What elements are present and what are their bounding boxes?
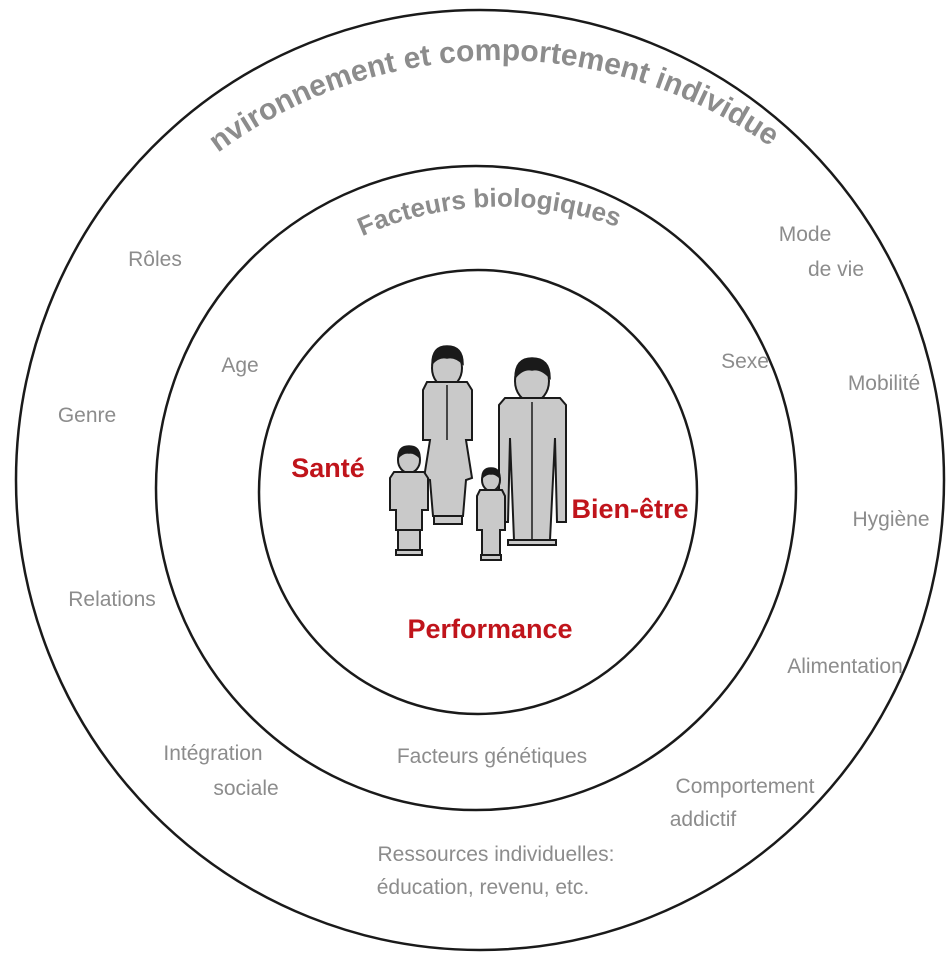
outer-ring-title: Environnement et comportement individuel <box>0 0 785 159</box>
core-sante: Santé <box>291 453 365 483</box>
factor-hygiene: Hygiène <box>852 508 929 531</box>
man-figure <box>498 357 567 546</box>
factor-genetique: Facteurs génétiques <box>397 745 587 768</box>
girl-figure <box>476 467 506 561</box>
factor-addictif-line1: Comportement <box>676 775 815 798</box>
factor-relations: Relations <box>68 588 156 611</box>
outer-ring <box>14 8 946 952</box>
core-performance: Performance <box>407 614 572 644</box>
factor-ressources-line1: Ressources individuelles: <box>378 843 615 866</box>
factor-roles: Rôles <box>128 248 182 271</box>
factor-mode-vie-line2: de vie <box>808 258 864 281</box>
middle-ring <box>154 164 798 812</box>
core-bien-etre: Bien-être <box>571 494 688 524</box>
factor-sexe: Sexe <box>721 350 769 373</box>
inner-ring <box>257 268 699 716</box>
factor-addictif-line2: addictif <box>670 808 737 831</box>
factor-mode-vie-line1: Mode <box>779 223 832 246</box>
factor-genre: Genre <box>58 404 116 427</box>
factor-alimentation: Alimentation <box>787 655 903 678</box>
factor-mobilite: Mobilité <box>848 372 920 395</box>
middle-ring-title: Facteurs biologiques <box>353 183 625 242</box>
factor-ressources-line2: éducation, revenu, etc. <box>377 876 589 899</box>
boy-figure <box>389 445 429 556</box>
family-illustration <box>389 345 567 561</box>
factor-integration-line1: Intégration <box>163 742 262 765</box>
factor-integration-line2: sociale <box>213 777 278 800</box>
factor-age: Age <box>221 354 258 377</box>
woman-figure <box>422 345 474 525</box>
